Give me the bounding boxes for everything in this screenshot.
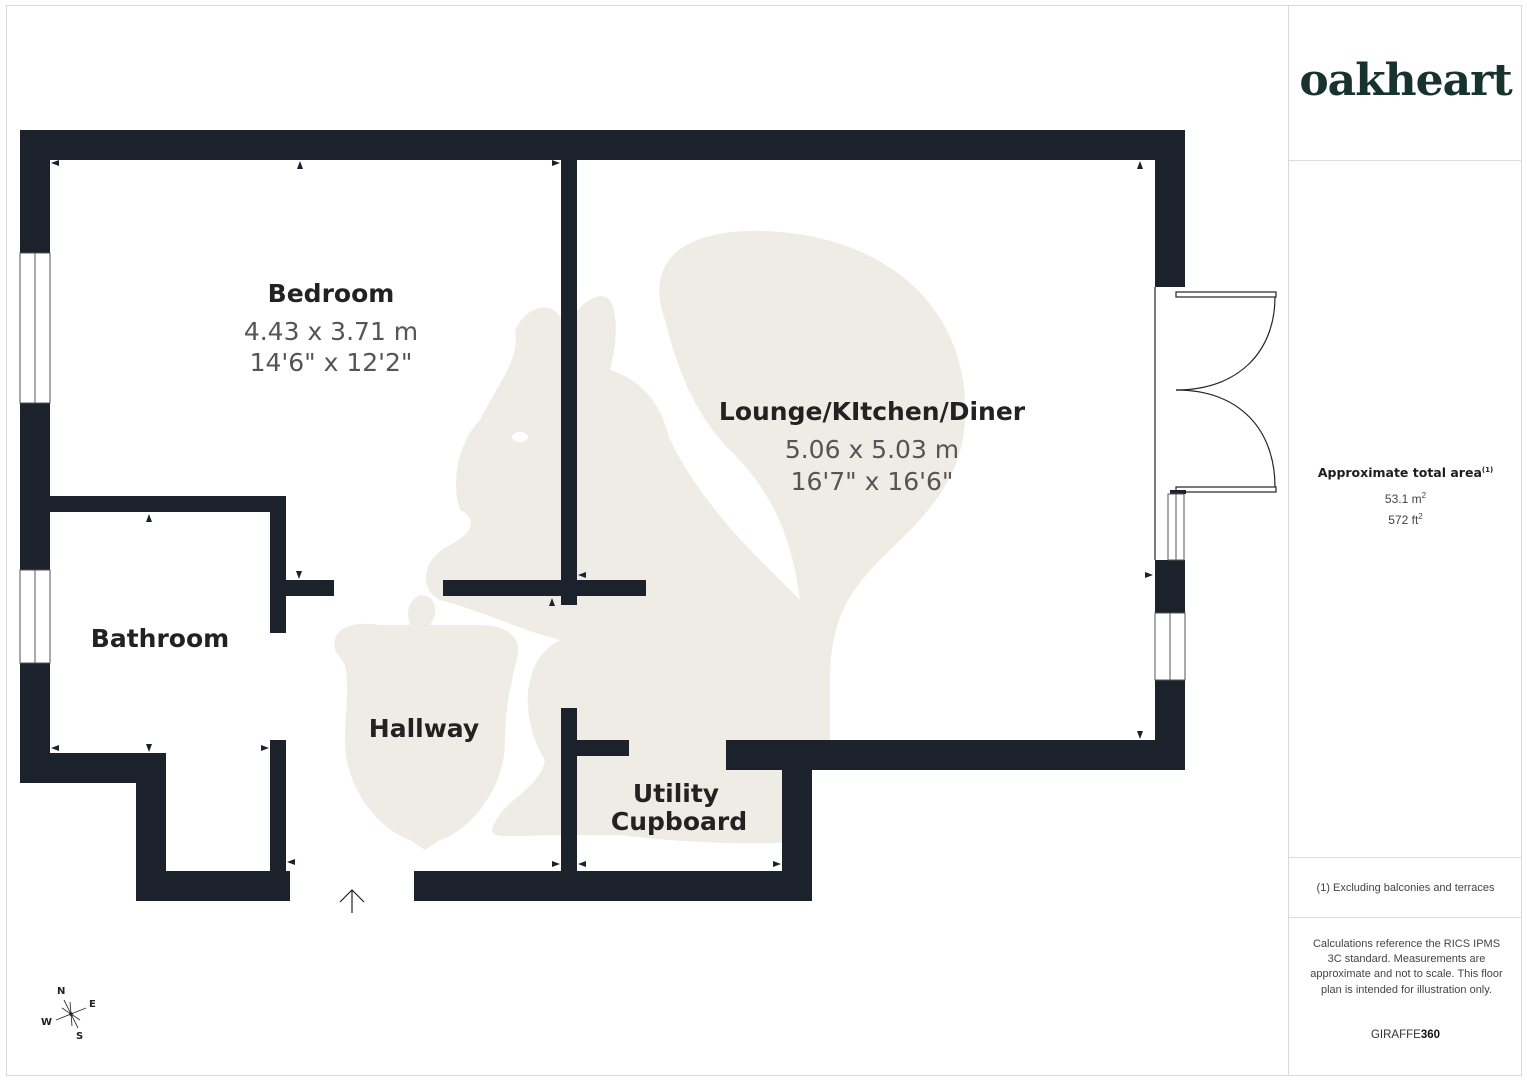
footnote: (1) Excluding balconies and terraces <box>1289 857 1522 918</box>
svg-text:Lounge/KItchen/Diner: Lounge/KItchen/Diner <box>719 397 1026 426</box>
windows <box>19 252 1186 681</box>
disclaimer-text: Calculations reference the RICS IPMS 3C … <box>1310 938 1503 996</box>
giraffe360-brand: GIRAFFE360 <box>1370 1029 1441 1041</box>
area-title: Approximate total area(1) <box>1317 465 1494 480</box>
svg-text:4.43 x 3.71 m: 4.43 x 3.71 m <box>244 317 418 346</box>
room-utility-cupboard: Utility Cupboard <box>611 779 747 836</box>
entrance-arrow-icon <box>339 889 365 913</box>
logo-panel: oakheart <box>1289 5 1522 161</box>
room-bathroom: Bathroom <box>91 624 229 653</box>
info-sidebar: oakheart Approximate total area(1) 53.1 … <box>1288 5 1522 1076</box>
svg-text:16'7" x 16'6": 16'7" x 16'6" <box>791 467 954 496</box>
squirrel-watermark-icon <box>334 230 966 850</box>
room-hallway: Hallway <box>369 714 479 743</box>
area-sqft: 572 ft2 <box>1388 512 1423 527</box>
svg-text:E: E <box>89 999 96 1010</box>
total-area-panel: Approximate total area(1) 53.1 m2 572 ft… <box>1289 465 1522 528</box>
area-sqm: 53.1 m2 <box>1384 491 1427 506</box>
svg-text:S: S <box>76 1031 83 1042</box>
floor-plan: N E W S Bedroom 4.43 x 3.71 m 14'6" x 12… <box>19 130 1277 1042</box>
svg-text:5.06 x 5.03 m: 5.06 x 5.03 m <box>785 435 959 464</box>
room-lounge-kitchen-diner: Lounge/KItchen/Diner 5.06 x 5.03 m 16'7"… <box>719 397 1026 496</box>
oakheart-logo: oakheart <box>1299 55 1512 106</box>
svg-text:14'6" x 12'2": 14'6" x 12'2" <box>250 348 413 377</box>
french-doors-icon <box>1154 287 1277 560</box>
page-frame <box>6 5 1522 1076</box>
compass-icon: N E W S <box>41 986 96 1042</box>
svg-text:Cupboard: Cupboard <box>611 807 747 836</box>
room-bedroom: Bedroom 4.43 x 3.71 m 14'6" x 12'2" <box>244 279 418 377</box>
svg-text:Utility: Utility <box>633 779 719 808</box>
squirrel-eye <box>512 432 528 442</box>
walls <box>20 130 1186 901</box>
svg-text:N: N <box>57 986 65 997</box>
svg-text:W: W <box>41 1017 52 1028</box>
dimension-markers <box>51 160 1153 867</box>
svg-text:Bedroom: Bedroom <box>268 279 395 308</box>
